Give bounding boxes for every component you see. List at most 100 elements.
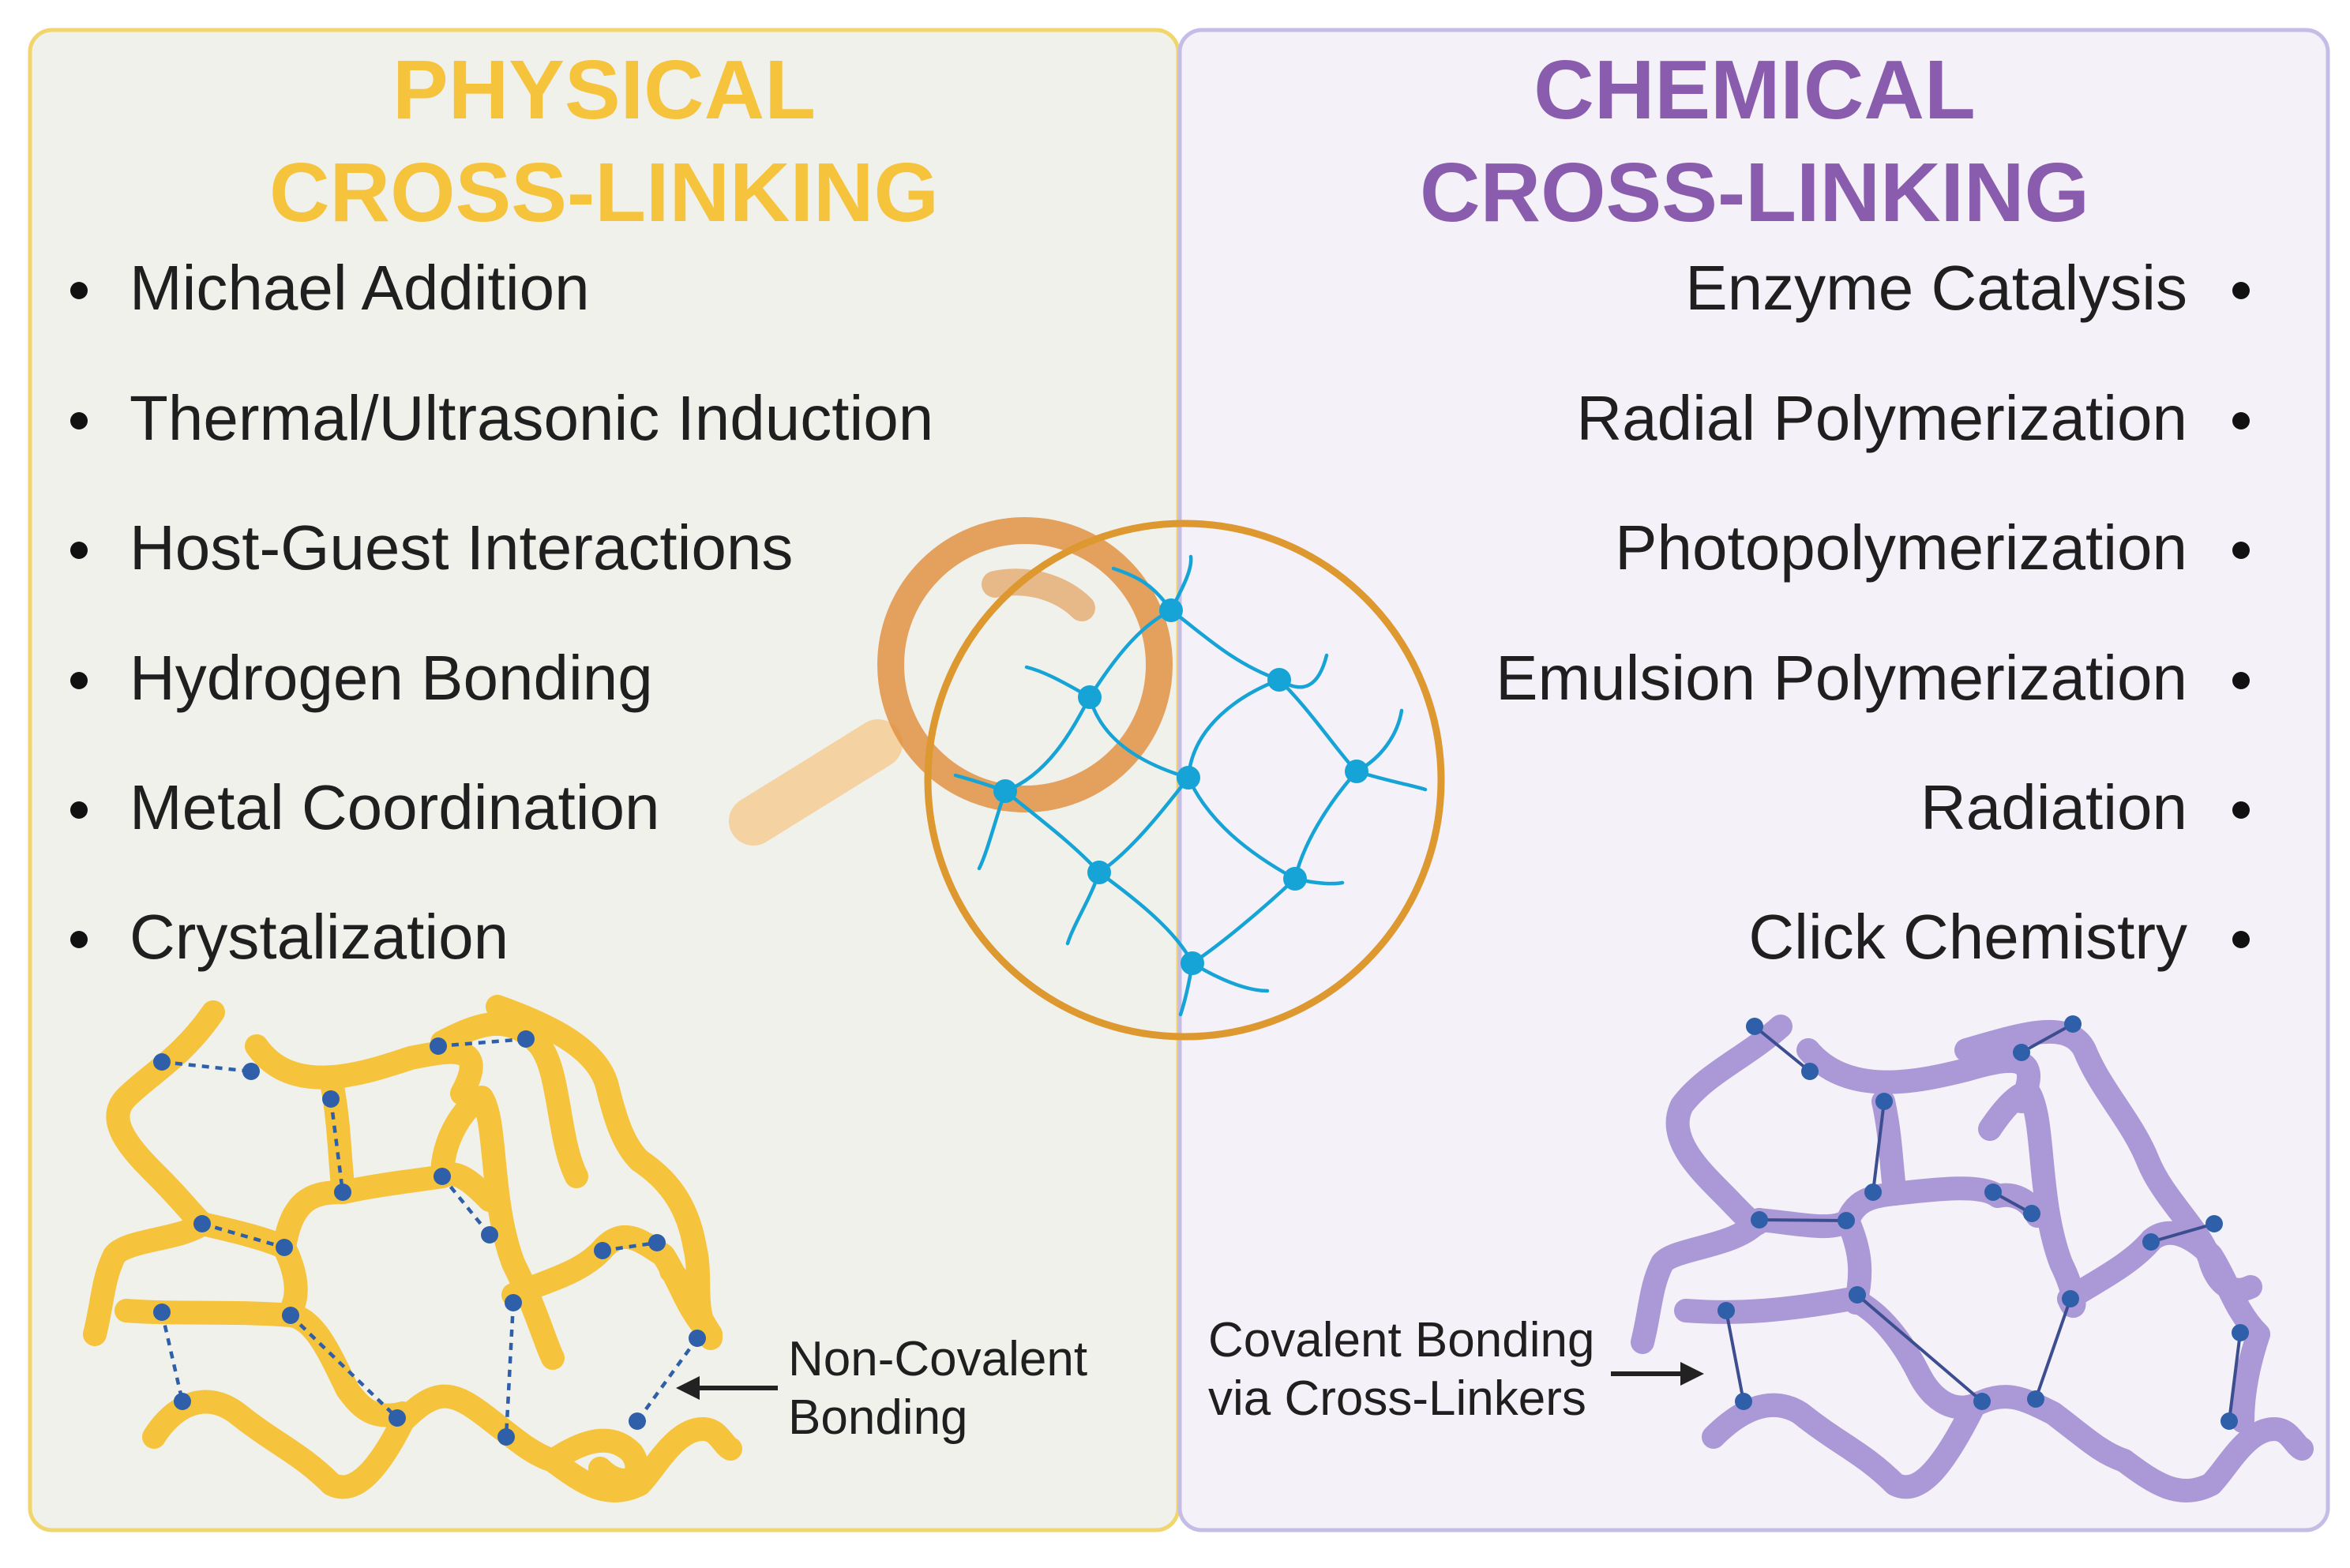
crosslink-point	[648, 1234, 666, 1251]
crosslink-point	[594, 1242, 611, 1259]
polymer-strand	[83, 1000, 225, 1346]
crosslink-point	[430, 1037, 447, 1055]
polymer-strand	[2112, 1417, 2314, 1502]
polymer-strand	[1702, 1385, 2136, 1499]
crosslink-point	[1973, 1393, 1991, 1410]
covalent-note-line2: via Cross-Linkers	[1208, 1371, 1586, 1426]
polymer-strand	[430, 1086, 565, 1370]
crosslink-point	[2220, 1412, 2238, 1430]
polymer-strand	[142, 1384, 565, 1499]
network-node	[993, 779, 1017, 803]
crosslink-point	[434, 1168, 451, 1185]
crosslink-point	[2205, 1215, 2223, 1232]
crosslink-point	[1849, 1286, 1866, 1304]
chemical-method-item: Radial Polymerization	[1576, 383, 2187, 453]
chemical-method-list: Enzyme Catalysis Radial Polymerization P…	[1496, 253, 2250, 972]
magnifier-glare	[982, 568, 1095, 621]
non-covalent-bond	[437, 1037, 527, 1048]
covalent-bond	[2034, 1298, 2072, 1400]
covalent-bond	[1759, 1218, 1847, 1222]
covalent-bond	[2150, 1222, 2215, 1244]
crosslink-point	[497, 1428, 515, 1446]
network-node	[1177, 766, 1200, 790]
crosslink-point	[282, 1307, 299, 1324]
network-node	[1267, 668, 1291, 692]
polymer-strand	[1631, 1015, 1793, 1354]
network-lens	[924, 520, 1445, 1041]
chemical-polymer-network	[1631, 1015, 2314, 1502]
polymer-strand	[114, 1299, 415, 1427]
chemical-panel: CHEMICAL CROSS-LINKING Enzyme Catalysis …	[1177, 28, 2330, 1532]
bullet-dot-icon	[70, 542, 88, 559]
non-covalent-bond	[201, 1221, 285, 1250]
crosslink-point	[1875, 1093, 1893, 1110]
covalent-bond	[2021, 1022, 2074, 1054]
covalent-bond	[1871, 1101, 1886, 1193]
non-covalent-note-line2: Bonding	[788, 1390, 968, 1445]
covalent-note-line1: Covalent Bonding	[1208, 1313, 1594, 1367]
physical-method-item: Michael Addition	[130, 253, 590, 323]
crosslink-point	[1717, 1302, 1735, 1319]
crosslink-point	[153, 1053, 171, 1071]
crosslink-point	[322, 1090, 340, 1108]
crosslink-point	[2064, 1015, 2082, 1033]
crosslink-point	[2023, 1205, 2040, 1222]
physical-panel: PHYSICAL CROSS-LINKING Michael Addition …	[28, 28, 1181, 1532]
non-covalent-bond	[289, 1314, 399, 1420]
crosslink-point	[517, 1030, 535, 1048]
magnifier-handle	[729, 719, 903, 846]
non-covalent-bond	[602, 1240, 658, 1253]
physical-title-line1: PHYSICAL	[392, 43, 816, 137]
bullet-dot-icon	[70, 672, 88, 689]
physical-method-list: Michael Addition Thermal/Ultrasonic Indu…	[70, 253, 933, 972]
bullet-dot-icon	[2232, 672, 2250, 689]
bullet-dot-icon	[70, 801, 88, 819]
crosslink-point	[334, 1184, 351, 1201]
crosslink-point	[1864, 1184, 1882, 1201]
polymer-strand	[1674, 1287, 1986, 1420]
crosslink-point	[1746, 1018, 1763, 1035]
chemical-method-item: Emulsion Polymerization	[1496, 643, 2187, 713]
crosslink-point	[1751, 1211, 1768, 1229]
polymer-strand	[245, 1034, 483, 1105]
physical-method-item: Metal Coordination	[130, 772, 659, 842]
crosslink-point	[193, 1215, 211, 1232]
crosslink-point	[1735, 1393, 1752, 1410]
polymer-strand	[541, 1417, 742, 1502]
crosslink-point	[153, 1304, 171, 1321]
magnifier-lens-rim	[877, 517, 1173, 812]
polymer-strand	[430, 1012, 588, 1188]
non-covalent-note-line1: Non-Covalent	[788, 1332, 1087, 1386]
covalent-bond	[2228, 1332, 2242, 1422]
bullet-dot-icon	[2232, 801, 2250, 819]
network-node	[1181, 951, 1204, 975]
crosslink-point	[2013, 1044, 2030, 1061]
chemical-method-item: Enzyme Catalysis	[1685, 253, 2187, 323]
bullet-dot-icon	[2232, 282, 2250, 299]
crosslink-point	[242, 1063, 260, 1080]
bullet-dot-icon	[70, 282, 88, 299]
magnifying-glass-icon	[729, 517, 1173, 846]
non-covalent-bond	[161, 1060, 252, 1074]
covalent-bond	[1725, 1310, 1745, 1402]
crosslink-point	[629, 1412, 646, 1430]
polymer-strand	[2231, 1322, 2270, 1433]
crosslink-point	[481, 1226, 498, 1244]
crosslink-point	[1838, 1212, 1855, 1229]
physical-method-item: Thermal/Ultrasonic Induction	[130, 383, 933, 453]
polymer-strand	[486, 995, 723, 1350]
chemical-title-line2: CROSS-LINKING	[1420, 146, 2089, 239]
polymer-strand	[659, 1259, 723, 1346]
bullet-dot-icon	[2232, 931, 2250, 948]
crosslink-point	[2142, 1233, 2160, 1251]
crosslink-point	[389, 1409, 406, 1427]
covalent-bond	[1753, 1025, 1811, 1073]
physical-polymer-network	[83, 995, 742, 1502]
physical-method-item: Host-Guest Interactions	[130, 512, 793, 583]
non-covalent-bond	[504, 1302, 516, 1438]
chemical-title-line1: CHEMICAL	[1534, 43, 1975, 137]
chemical-method-item: Radiation	[1920, 772, 2187, 842]
crosslink-point	[2027, 1390, 2044, 1408]
crosslink-point	[276, 1239, 293, 1256]
